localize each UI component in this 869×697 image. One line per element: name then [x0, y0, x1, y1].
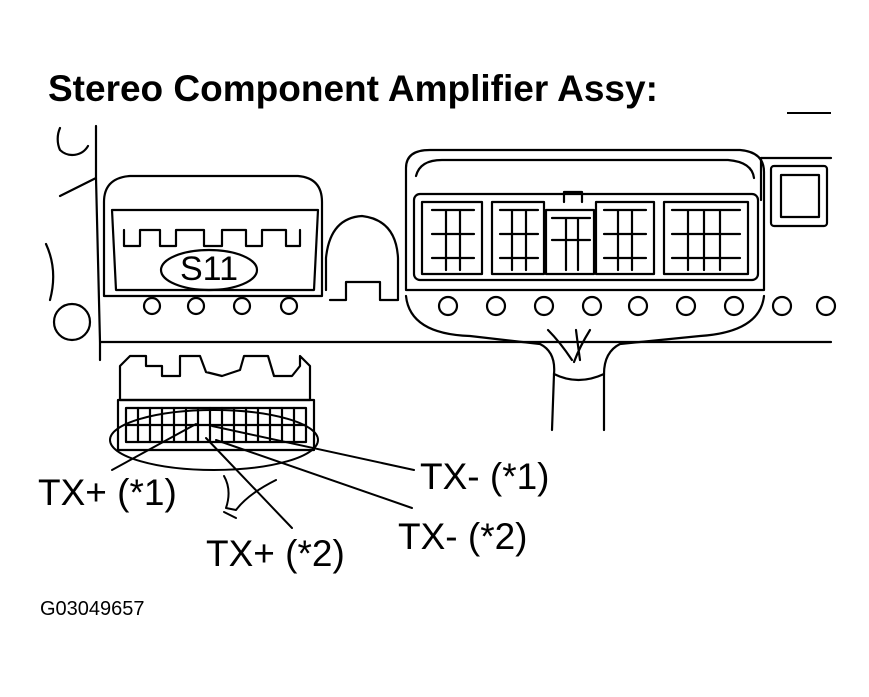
s11-connector-label: S11	[180, 250, 238, 288]
diagram-title: Stereo Component Amplifier Assy:	[48, 68, 658, 109]
tx-minus-2-label: TX- (*2)	[398, 516, 528, 557]
latch-tab	[324, 214, 400, 302]
s11-connector	[102, 174, 324, 316]
tx-plus-2-label: TX+ (*2)	[206, 533, 345, 574]
leader-tx-plus-2	[205, 437, 293, 529]
title-underline	[787, 112, 831, 114]
amplifier-housing	[44, 124, 833, 362]
leader-tx-minus-2	[215, 439, 413, 509]
figure-code: G03049657	[40, 598, 145, 620]
leader-tx-minus-1	[211, 425, 415, 471]
s11-label-oval	[159, 248, 259, 292]
main-connector	[404, 148, 837, 432]
tx-plus-1-label: TX+ (*1)	[38, 472, 177, 513]
leader-lines	[111, 423, 415, 529]
tx-connector	[109, 354, 319, 471]
tx-minus-1-label: TX- (*1)	[420, 456, 550, 497]
leader-tx-plus-1	[111, 423, 197, 471]
